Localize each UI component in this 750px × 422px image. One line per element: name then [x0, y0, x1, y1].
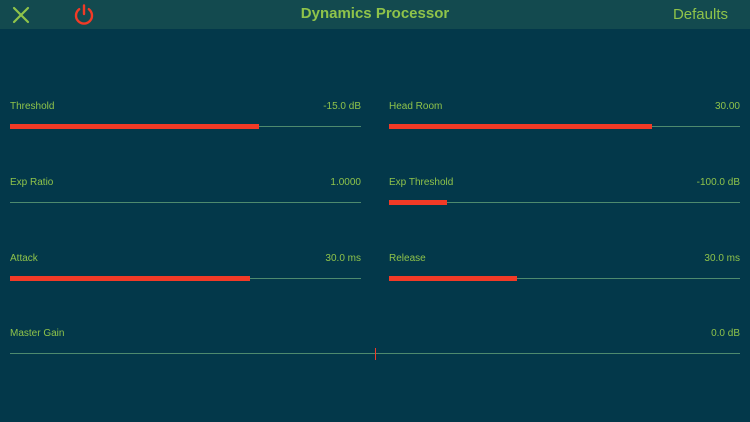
slider-fill: [389, 124, 653, 129]
param-head-room: Head Room 30.00: [389, 101, 740, 141]
slider-track: [10, 202, 361, 203]
param-label: Threshold: [10, 101, 55, 112]
param-threshold: Threshold -15.0 dB: [10, 101, 361, 141]
slider-fill: [10, 124, 260, 129]
param-attack: Attack 30.0 ms: [10, 253, 361, 293]
power-button[interactable]: [72, 3, 96, 27]
param-label: Attack: [10, 253, 38, 264]
close-button[interactable]: [10, 4, 32, 26]
param-master-gain: Master Gain 0.0 dB: [10, 328, 740, 368]
head-room-slider[interactable]: [389, 123, 740, 131]
param-value: 1.0000: [330, 177, 361, 188]
param-value: 30.0 ms: [704, 253, 740, 264]
slider-fill: [389, 200, 447, 205]
param-value: 30.0 ms: [325, 253, 361, 264]
param-value: 0.0 dB: [711, 328, 740, 339]
param-label: Head Room: [389, 101, 443, 112]
close-icon: [12, 6, 30, 24]
param-release: Release 30.0 ms: [389, 253, 740, 293]
page-title: Dynamics Processor: [300, 5, 450, 22]
param-exp-ratio: Exp Ratio 1.0000: [10, 177, 361, 217]
param-label: Master Gain: [10, 328, 65, 339]
slider-fill: [10, 276, 251, 281]
param-value: 30.00: [714, 101, 740, 112]
param-value: -100.0 dB: [696, 177, 740, 188]
param-label: Release: [389, 253, 426, 264]
threshold-slider[interactable]: [10, 123, 361, 131]
param-exp-threshold: Exp Threshold -100.0 dB: [389, 177, 740, 217]
slider-fill: [389, 276, 518, 281]
exp-threshold-slider[interactable]: [389, 199, 740, 207]
defaults-button[interactable]: Defaults: [672, 6, 728, 23]
release-slider[interactable]: [389, 275, 740, 283]
exp-ratio-slider[interactable]: [10, 199, 361, 207]
slider-center-mark: [375, 348, 376, 360]
slider-track: [389, 278, 740, 279]
param-value: -15.0 dB: [323, 101, 361, 112]
param-label: Exp Threshold: [389, 177, 454, 188]
top-bar: Dynamics Processor Defaults: [0, 0, 750, 29]
param-label: Exp Ratio: [10, 177, 54, 188]
power-icon: [74, 4, 94, 25]
attack-slider[interactable]: [10, 275, 361, 283]
master-gain-slider[interactable]: [10, 348, 740, 360]
slider-track: [389, 202, 740, 203]
